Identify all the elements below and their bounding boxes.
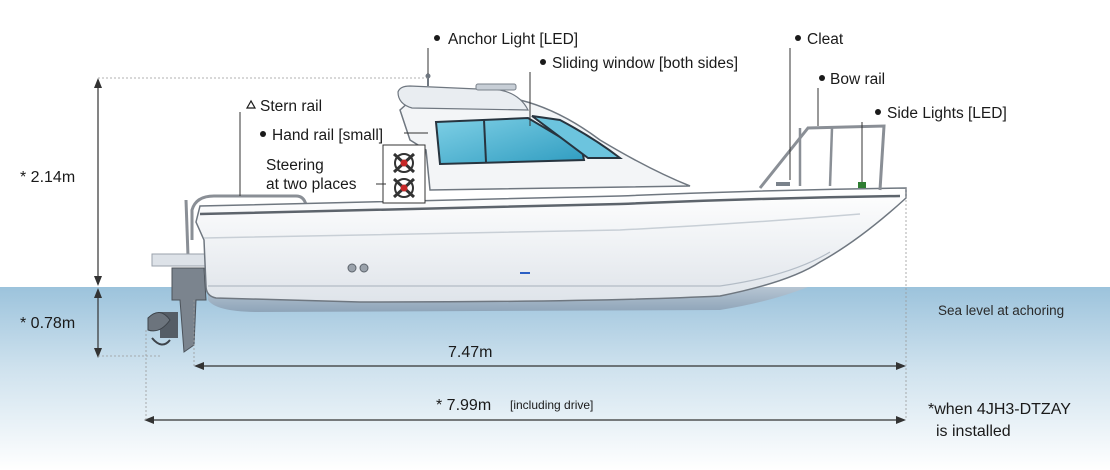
label-steering-line2: at two places (266, 176, 357, 193)
label-cleat: Cleat (807, 31, 844, 48)
leader-lines (239, 48, 863, 196)
hardtop-roof (397, 85, 529, 111)
label-steering-line1: Steering (266, 157, 324, 174)
footnote-line2: is installed (936, 423, 1011, 440)
outboard-drive (147, 267, 207, 353)
label-anchor-light: Anchor Light [LED] (448, 31, 578, 48)
extension-lines (98, 77, 907, 420)
dim-height-above: * 2.14m (20, 169, 75, 186)
label-bullets (245, 35, 881, 137)
label-hand-rail: Hand rail [small] (272, 127, 383, 144)
hull (195, 187, 907, 303)
boat (147, 73, 907, 353)
steering-inset (382, 144, 426, 204)
bow-rail (758, 124, 886, 191)
dim-length-hull: 7.47m (448, 344, 492, 361)
dim-length-total-note: [including drive] (510, 398, 593, 412)
label-sliding-window: Sliding window [both sides] (552, 55, 738, 72)
dim-draft: * 0.78m (20, 315, 75, 332)
footnote-line1: *when 4JH3-DTZAY (928, 401, 1071, 418)
stern-rail (190, 194, 308, 240)
label-stern-rail: Stern rail (260, 98, 322, 115)
swim-platform (151, 253, 207, 267)
dim-length-total: * 7.99m (436, 397, 491, 414)
windshield (531, 115, 623, 159)
dimension-lines (97, 80, 904, 421)
sea-level-label: Sea level at achoring (938, 303, 1064, 318)
label-bow-rail: Bow rail (830, 71, 885, 88)
label-side-lights: Side Lights [LED] (887, 105, 1007, 122)
dimension-arrows (94, 78, 906, 424)
